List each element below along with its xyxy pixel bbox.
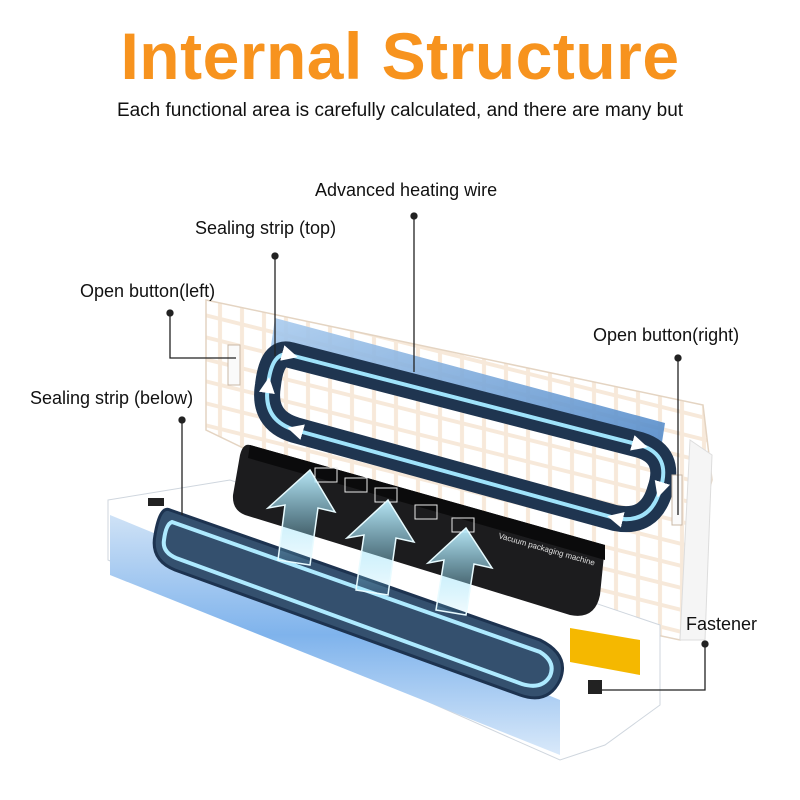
panel-buttons bbox=[314, 467, 475, 533]
callout-line-fastener bbox=[598, 644, 706, 691]
fastener-icon bbox=[588, 680, 602, 694]
label-sealing-strip-below: Sealing strip (below) bbox=[30, 388, 194, 408]
panel-button-1[interactable] bbox=[314, 467, 338, 483]
label-open-button-right: Open button(right) bbox=[593, 325, 740, 345]
panel-button-4[interactable] bbox=[414, 504, 438, 520]
label-advanced-heating-wire: Advanced heating wire bbox=[315, 180, 498, 200]
callout-line-open-left bbox=[169, 313, 236, 359]
page-title: Internal Structure bbox=[120, 19, 680, 93]
callout-lines bbox=[166, 212, 709, 691]
page-subtitle: Each functional area is carefully calcul… bbox=[116, 100, 684, 121]
open-button-left-icon bbox=[227, 344, 241, 386]
open-button-right-icon bbox=[671, 474, 683, 526]
lower-seal-loop bbox=[152, 507, 564, 700]
control-panel: Vacuum packaging machine bbox=[232, 444, 640, 675]
warning-label bbox=[570, 628, 640, 675]
label-fastener: Fastener bbox=[686, 614, 758, 634]
panel-button-2[interactable] bbox=[344, 477, 368, 493]
device-base bbox=[107, 479, 661, 761]
airflow-arrows bbox=[265, 468, 494, 616]
label-sealing-strip-top: Sealing strip (top) bbox=[195, 218, 337, 238]
label-open-button-left: Open button(left) bbox=[80, 281, 216, 301]
